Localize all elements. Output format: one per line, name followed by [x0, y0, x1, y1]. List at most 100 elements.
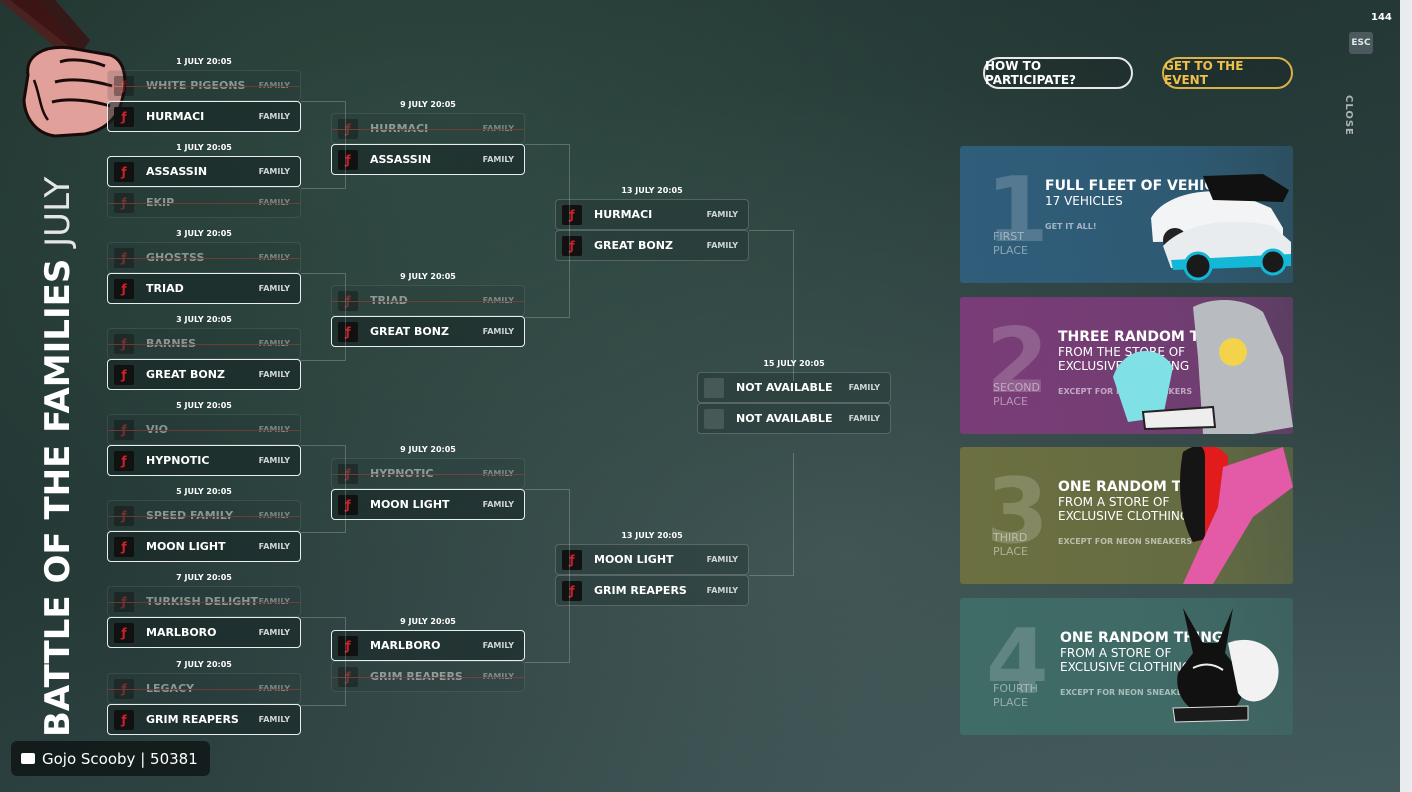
family-label: FAMILY	[482, 672, 514, 681]
fist-icon	[0, 0, 127, 138]
bracket-connector	[301, 273, 346, 361]
family-label: FAMILY	[258, 542, 290, 551]
bracket-connector	[301, 617, 346, 706]
prize-note: GET IT ALL!	[1045, 222, 1097, 231]
team-name: GRIM REAPERS	[594, 584, 687, 597]
family-label: FAMILY	[482, 155, 514, 164]
prize-place-number: 1	[986, 158, 1049, 263]
team-name: GRIM REAPERS	[146, 713, 239, 726]
family-logo-icon: ƒ	[338, 321, 358, 342]
team-name: GRIM REAPERS	[370, 670, 463, 683]
fps-counter: 144	[1371, 12, 1392, 23]
match-date: 1 JULY 20:05	[176, 57, 232, 66]
family-label: FAMILY	[482, 500, 514, 509]
get-to-event-button[interactable]: GET TO THE EVENT	[1162, 57, 1293, 89]
match-date: 9 JULY 20:05	[400, 272, 456, 281]
team-name: BARNES	[146, 337, 197, 350]
family-logo-icon: ƒ	[562, 235, 582, 256]
family-logo-icon: ƒ	[114, 247, 134, 268]
bracket-connector	[301, 101, 346, 189]
bracket-connector	[301, 445, 346, 533]
family-logo-icon: ƒ	[114, 419, 134, 440]
match-date: 5 JULY 20:05	[176, 401, 232, 410]
close-label[interactable]: CLOSE	[1343, 95, 1354, 136]
team-name: GREAT BONZ	[370, 325, 449, 338]
team-name: VIO	[146, 423, 168, 436]
pants-image	[1180, 447, 1293, 584]
family-label: FAMILY	[258, 167, 290, 176]
family-label: FAMILY	[706, 241, 738, 250]
prize-place-number: 4	[986, 610, 1049, 715]
family-logo-icon: ƒ	[338, 635, 358, 656]
team-name: HYPNOTIC	[370, 467, 434, 480]
bracket-connector	[749, 453, 794, 576]
match-date: 7 JULY 20:05	[176, 573, 232, 582]
family-logo-icon: ƒ	[562, 549, 582, 570]
family-label: FAMILY	[258, 456, 290, 465]
family-logo-icon: ƒ	[114, 161, 134, 182]
family-label: FAMILY	[258, 81, 290, 90]
family-label: FAMILY	[258, 628, 290, 637]
match-date: 13 JULY 20:05	[621, 531, 683, 540]
match-date: 9 JULY 20:05	[400, 617, 456, 626]
match-date: 3 JULY 20:05	[176, 229, 232, 238]
team-name: GHOSTSS	[146, 251, 205, 264]
match-date: 15 JULY 20:05	[763, 359, 825, 368]
family-label: FAMILY	[258, 198, 290, 207]
family-logo-icon: ƒ	[114, 505, 134, 526]
esc-key-badge[interactable]: ESC	[1349, 32, 1373, 54]
window-edge	[1400, 0, 1412, 792]
family-logo-icon: ƒ	[114, 278, 134, 299]
family-label: FAMILY	[482, 124, 514, 133]
how-to-participate-button[interactable]: HOW TO PARTICIPATE?	[983, 57, 1133, 89]
bracket-connector	[525, 144, 570, 318]
match-date: 1 JULY 20:05	[176, 143, 232, 152]
team-name: LEGACY	[146, 682, 195, 695]
match-date: 13 JULY 20:05	[621, 186, 683, 195]
family-label: FAMILY	[482, 469, 514, 478]
team-name: HURMACI	[370, 122, 429, 135]
family-logo-icon: ƒ	[114, 364, 134, 385]
family-logo-icon: ƒ	[562, 580, 582, 601]
family-logo-icon: ƒ	[114, 622, 134, 643]
